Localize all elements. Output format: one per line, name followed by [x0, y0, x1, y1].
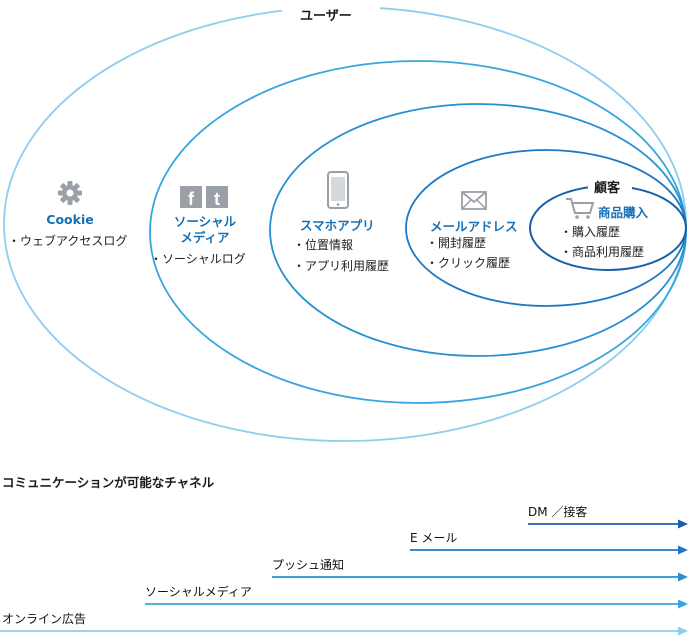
channel-arrows [0, 519, 688, 636]
customer-label-bg [588, 176, 632, 194]
channel-label-email: E メール [410, 531, 458, 545]
cookie-item-0: ・ウェブアクセスログ [8, 234, 128, 248]
app-item-0: ・位置情報 [293, 238, 354, 252]
social-title: ソーシャル メディア [163, 214, 247, 246]
channel-arrow-email [410, 545, 688, 555]
outer-label-bg [282, 4, 380, 24]
cookie-title: Cookie [46, 212, 94, 227]
envelope-icon [461, 191, 487, 210]
smartphone-icon [327, 171, 349, 209]
social-title-line-2: メディア [180, 230, 230, 245]
app-item-1: ・アプリ利用履歴 [293, 259, 390, 273]
channel-arrow-ads [0, 626, 688, 636]
email-item-1: ・クリック履歴 [426, 256, 511, 270]
users-label: ユーザー [300, 9, 352, 24]
channel-label-push: プッシュ通知 [272, 558, 345, 572]
channel-arrow-push [272, 572, 688, 582]
channel-label-social: ソーシャルメディア [145, 585, 252, 599]
email-title: メールアドレス [430, 219, 518, 234]
purchase-item-0: ・購入履歴 [560, 225, 621, 239]
purchase-item-1: ・商品利用履歴 [560, 245, 645, 259]
channel-label-dm: DM ／接客 [528, 505, 588, 519]
app-title: スマホアプリ [300, 218, 375, 233]
channel-arrow-social [145, 599, 688, 609]
customer-heading: 顧客 [594, 181, 621, 196]
cart-icon [566, 198, 595, 219]
facebook-glyph: f [188, 189, 195, 209]
facebook-icon [180, 186, 202, 208]
channel-arrow-dm [528, 519, 688, 529]
social-icons: f t [180, 186, 228, 209]
email-item-0: ・開封履歴 [426, 236, 487, 250]
social-title-line-1: ソーシャル [173, 214, 237, 229]
twitter-glyph: t [214, 189, 220, 209]
social-item-0: ・ソーシャルログ [150, 252, 246, 266]
channel-label-ads: オンライン広告 [2, 612, 87, 626]
twitter-icon [206, 186, 228, 208]
channels-title: コミュニケーションが可能なチャネル [2, 475, 215, 490]
purchase-title: 商品購入 [598, 205, 649, 220]
gear-icon [58, 181, 82, 205]
